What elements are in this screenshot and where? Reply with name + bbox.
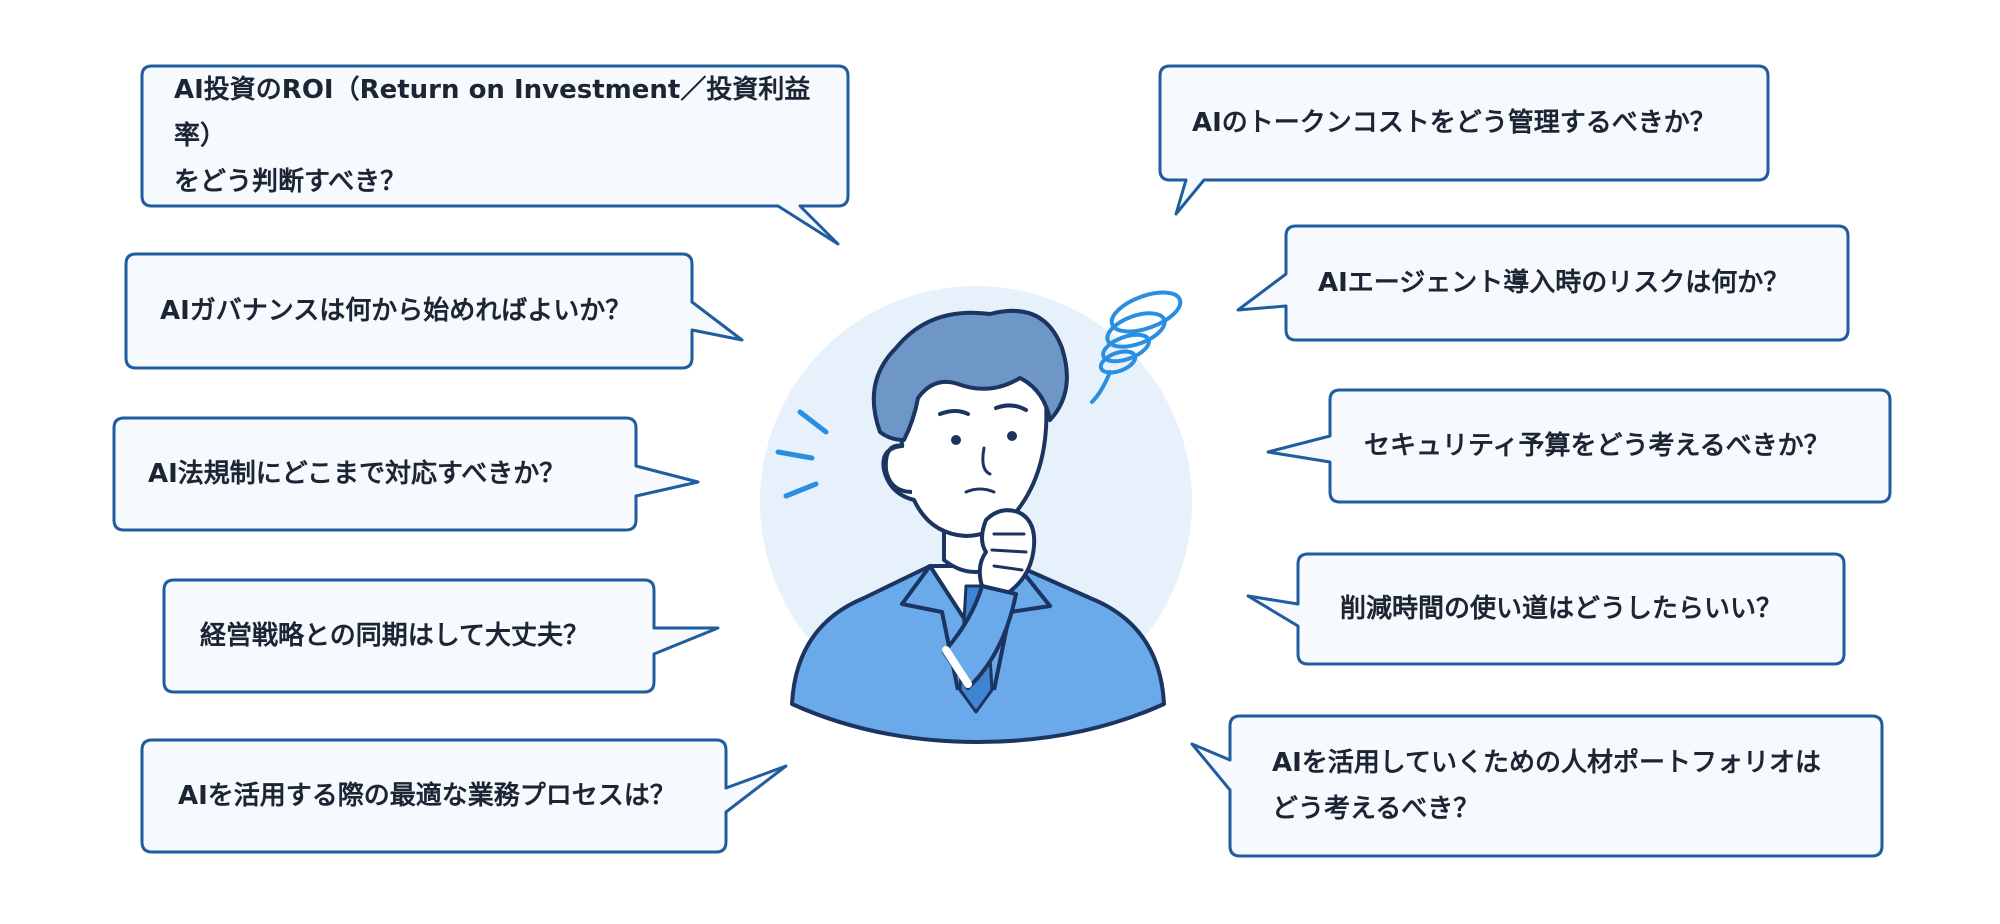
- eye-right: [1007, 431, 1017, 441]
- cuff: [942, 646, 972, 688]
- bubble-left-4: [162, 578, 720, 694]
- bubble-right-5: [1190, 714, 1884, 858]
- question-left-2: AIガバナンスは何から始めればよいか？: [160, 296, 632, 326]
- bubble-right-4: [1246, 552, 1846, 666]
- bubble-right-2: [1236, 224, 1850, 342]
- bubble-right-1: [1158, 64, 1770, 216]
- bubble-left-2: [124, 252, 744, 370]
- question-right-5: AIを活用していくための人材ポートフォリオは どう考えるべき？: [1272, 748, 1822, 824]
- bubble-left-3: [112, 416, 700, 532]
- question-right-4: 削減時間の使い道はどうしたらいい？: [1340, 594, 1783, 624]
- nose: [981, 446, 992, 476]
- surprise-lines-icon: [775, 409, 829, 499]
- spiral-swirl-icon: [1090, 290, 1183, 404]
- bubble-right-3: [1266, 388, 1892, 504]
- question-left-1: AI投資のROI（Return on Investment／投資利益率） をどう…: [174, 75, 811, 197]
- question-left-3: AI法規制にどこまで対応すべきか？: [148, 459, 566, 489]
- question-right-3: セキュリティ予算をどう考えるべきか？: [1364, 431, 1830, 461]
- hair: [871, 308, 1069, 442]
- ear: [883, 443, 913, 494]
- finger-lines: [990, 532, 1028, 572]
- lapel-right: [992, 564, 1052, 691]
- question-left-5: AIを活用する際の最適な業務プロセスは？: [178, 781, 676, 811]
- bubble-left-1: [140, 64, 850, 246]
- bubble-left-5: [140, 738, 788, 854]
- brow-left: [938, 409, 970, 416]
- question-right-2: AIエージェント導入時のリスクは何か？: [1318, 268, 1790, 298]
- question-left-4: 経営戦略との同期はして大丈夫？: [200, 621, 589, 651]
- brow-right: [994, 403, 1028, 412]
- thinking-person-figure: [760, 286, 1192, 744]
- mouth: [964, 487, 996, 494]
- question-right-1: AIのトークンコストをどう管理するべきか？: [1192, 108, 1716, 138]
- eye-left: [951, 435, 961, 445]
